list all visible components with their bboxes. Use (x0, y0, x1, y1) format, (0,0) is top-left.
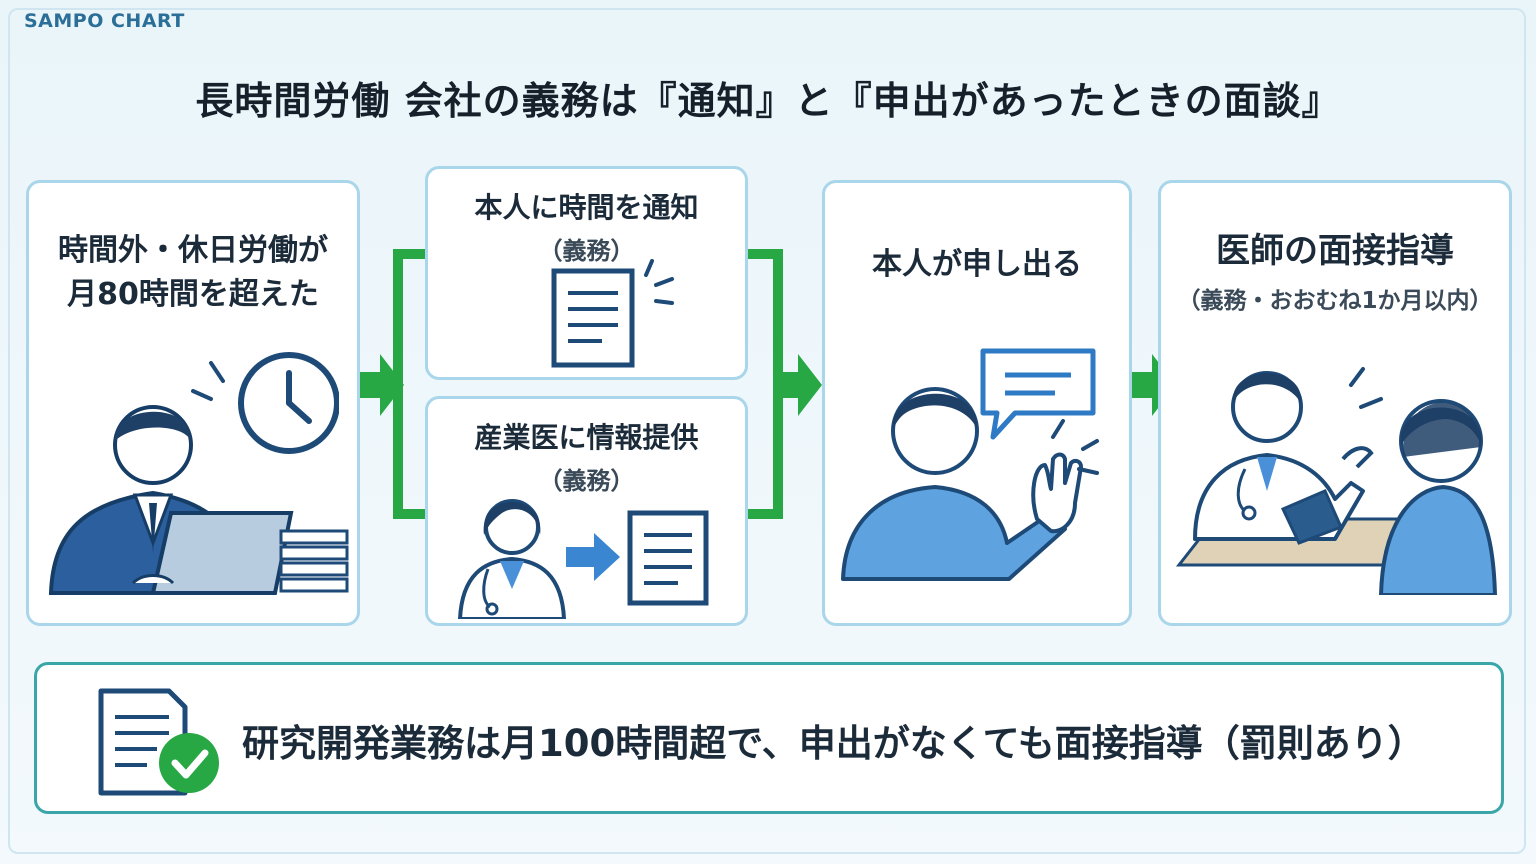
speech-bubble-icon (980, 348, 1096, 440)
notify-sub: （義務） (538, 237, 635, 265)
doctor-consultation-icon (1175, 367, 1498, 595)
request-label: 本人が申し出る (872, 247, 1082, 282)
document-stack-icon (279, 529, 349, 593)
worker-laptop-icon (48, 405, 294, 595)
card-request: 本人が申し出る (822, 180, 1132, 626)
brand-logo: SAMPO CHART (24, 10, 185, 32)
doctor-icon (457, 499, 567, 619)
document-icon (627, 510, 709, 606)
card-inform: 産業医に情報提供 （義務） (425, 396, 748, 626)
card-interview: 医師の面接指導 （義務・おおむね1か月以内） (1158, 180, 1512, 626)
inform-label: 産業医に情報提供 (474, 421, 699, 454)
inform-sub: （義務） (538, 467, 635, 495)
page-title: 長時間労働 会社の義務は『通知』と『申出があったときの面談』 (195, 79, 1341, 123)
card-overtime: 時間外・休日労働が 月80時間を超えた (26, 180, 360, 626)
card-notify: 本人に時間を通知 （義務） (425, 166, 748, 380)
overtime-line1: 時間外・休日労働が (58, 233, 328, 268)
bottom-note: 研究開発業務は月100時間超で、申出がなくても面接指導（罰則あり） (34, 662, 1504, 814)
interview-label: 医師の面接指導 (1216, 231, 1454, 271)
person-raising-hand-icon (841, 387, 1099, 581)
page-frame (8, 8, 1526, 854)
overtime-line2: 月80時間を超えた (67, 277, 319, 312)
notify-label: 本人に時間を通知 (474, 191, 699, 224)
document-icon (551, 259, 674, 368)
flow-arrow-3 (1132, 354, 1176, 416)
bottom-note-text: 研究開発業務は月100時間超で、申出がなくても面接指導（罰則あり） (242, 722, 1425, 765)
branch-connector-left (393, 249, 428, 519)
flow-arrow-1 (360, 354, 404, 416)
document-check-icon (98, 688, 219, 796)
interview-sub: （義務・おおむね1か月以内） (1177, 288, 1493, 314)
arrow-right-icon (566, 533, 620, 581)
clock-icon (191, 352, 339, 454)
flow-arrow-2 (778, 354, 822, 416)
